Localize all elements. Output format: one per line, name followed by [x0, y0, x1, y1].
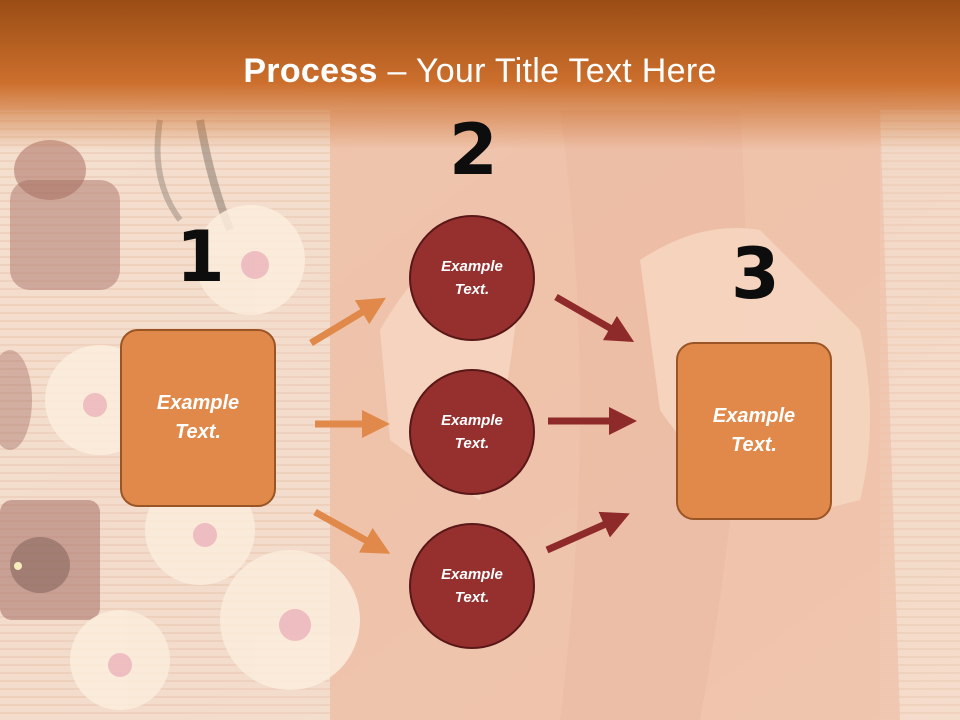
slide-title: Process – Your Title Text Here	[0, 52, 960, 91]
step-2-circle-top[interactable]: Example Text.	[409, 215, 535, 341]
circle-top-text-line1: Example	[441, 258, 503, 275]
arrow-2-to-3-top	[554, 293, 635, 342]
step-number-2: 2	[449, 109, 498, 191]
title-bold: Process	[243, 52, 378, 90]
step-2-circle-middle[interactable]: Example Text.	[409, 369, 535, 495]
step-1-text-line1: Example	[156, 392, 240, 414]
step-1-text-line2: Text.	[175, 421, 221, 443]
circle-top-text-line2: Text.	[454, 281, 490, 298]
circle-middle-text-line2: Text.	[454, 435, 490, 452]
step-3-text-line2: Text.	[731, 434, 777, 456]
step-3-box[interactable]: Example Text.	[676, 342, 832, 520]
title-rest: – Your Title Text Here	[377, 52, 717, 90]
step-3-text-line1: Example	[712, 405, 796, 427]
circle-bottom-text-line1: Example	[441, 566, 503, 583]
circle-middle-text-line1: Example	[441, 412, 503, 429]
step-1-box[interactable]: Example Text.	[120, 329, 276, 507]
circle-bottom-text-line2: Text.	[454, 589, 490, 606]
step-number-3: 3	[731, 233, 780, 315]
step-number-1: 1	[176, 216, 225, 298]
step-2-circle-bottom[interactable]: Example Text.	[409, 523, 535, 649]
arrow-2-to-3-bottom	[545, 511, 630, 554]
arrow-1-to-2-top	[309, 297, 386, 346]
arrow-1-to-2-bottom	[313, 508, 391, 554]
